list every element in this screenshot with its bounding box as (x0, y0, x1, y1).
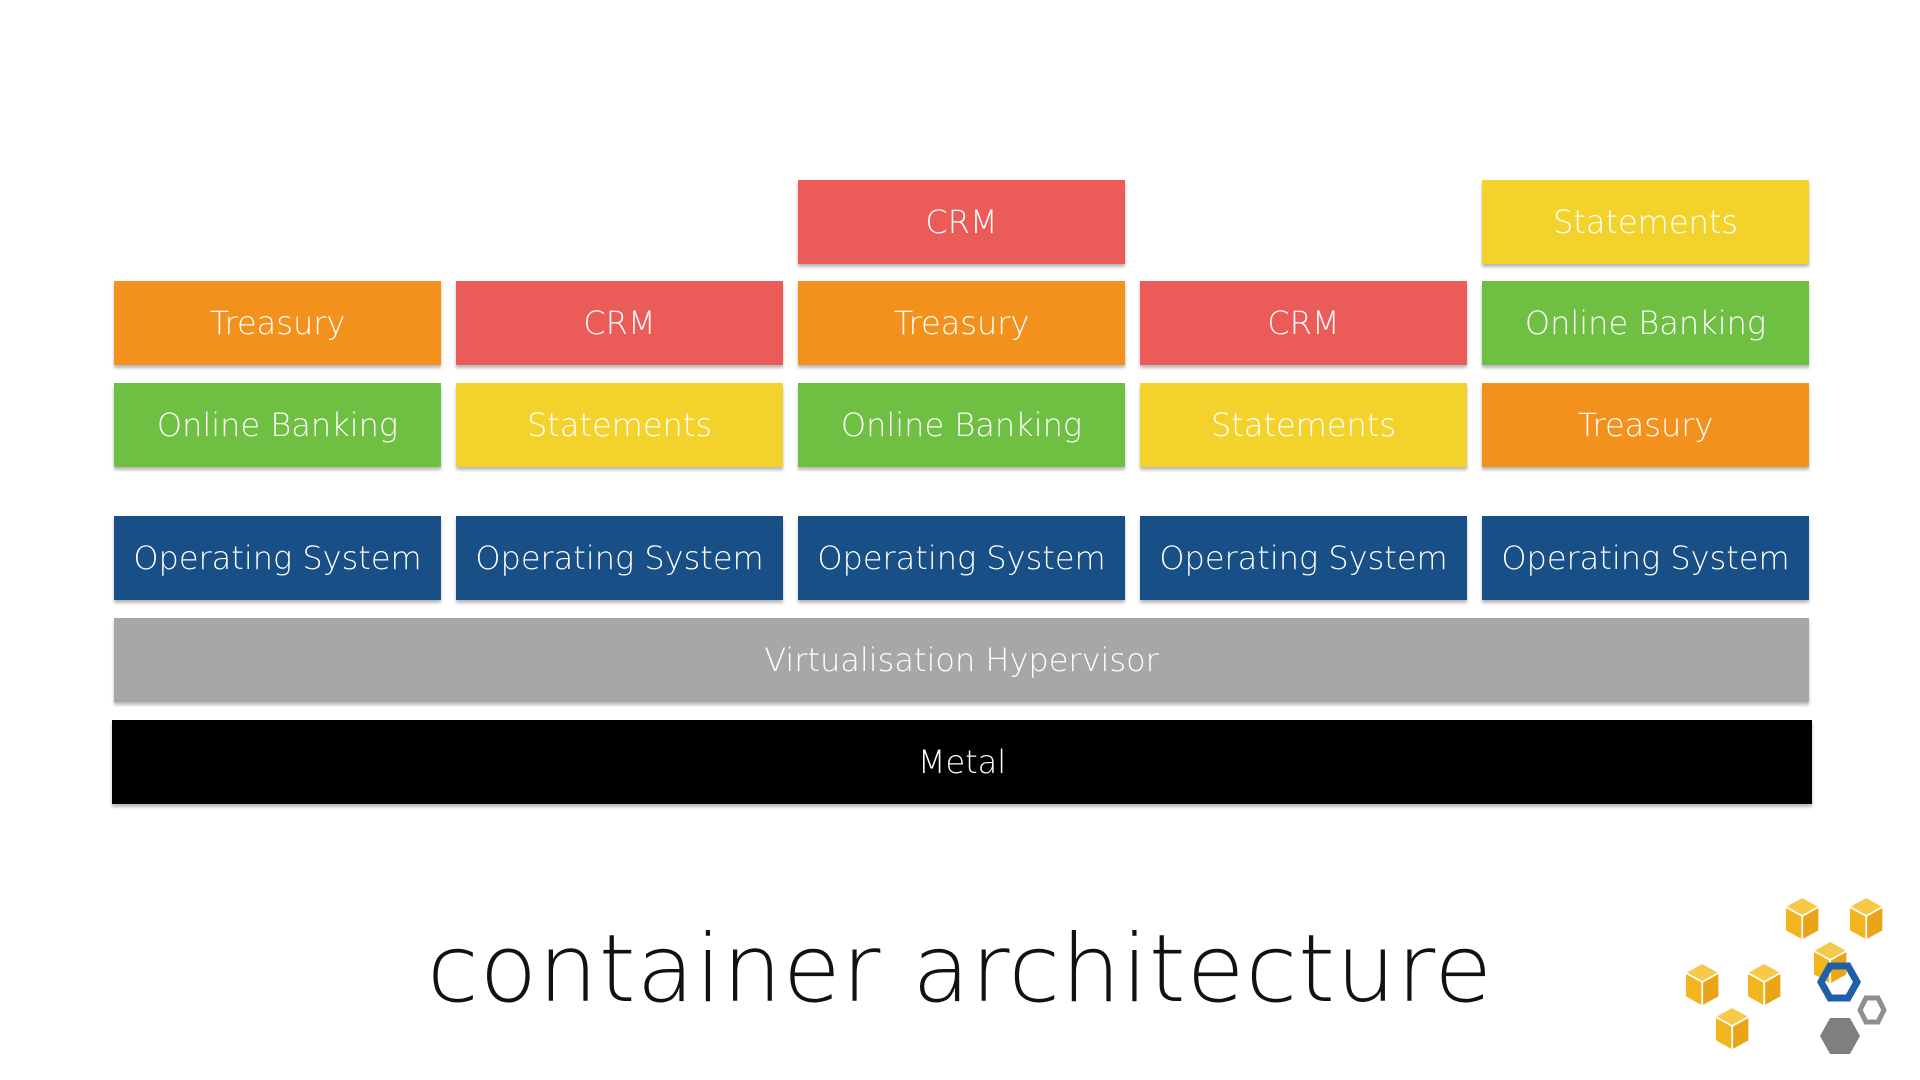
app-block-treasury: Treasury (798, 281, 1125, 365)
app-block-crm: CRM (456, 281, 783, 365)
app-block-crm: CRM (798, 180, 1125, 264)
app-block-online-banking: Online Banking (798, 383, 1125, 467)
app-block-treasury: Treasury (114, 281, 441, 365)
app-block-treasury: Treasury (1482, 383, 1809, 467)
os-block: Operating System (114, 516, 441, 600)
app-block-online-banking: Online Banking (114, 383, 441, 467)
hypervisor-layer: Virtualisation Hypervisor (114, 618, 1809, 702)
os-block: Operating System (456, 516, 783, 600)
os-block: Operating System (1140, 516, 1467, 600)
app-block-statements: Statements (456, 383, 783, 467)
os-block: Operating System (798, 516, 1125, 600)
aws-cubes-logo-icon (1685, 897, 1887, 1054)
slide-title: container architecture (426, 915, 1494, 1024)
os-block: Operating System (1482, 516, 1809, 600)
app-block-statements: Statements (1482, 180, 1809, 264)
app-block-crm: CRM (1140, 281, 1467, 365)
app-block-online-banking: Online Banking (1482, 281, 1809, 365)
app-block-statements: Statements (1140, 383, 1467, 467)
metal-layer: Metal (112, 720, 1812, 804)
